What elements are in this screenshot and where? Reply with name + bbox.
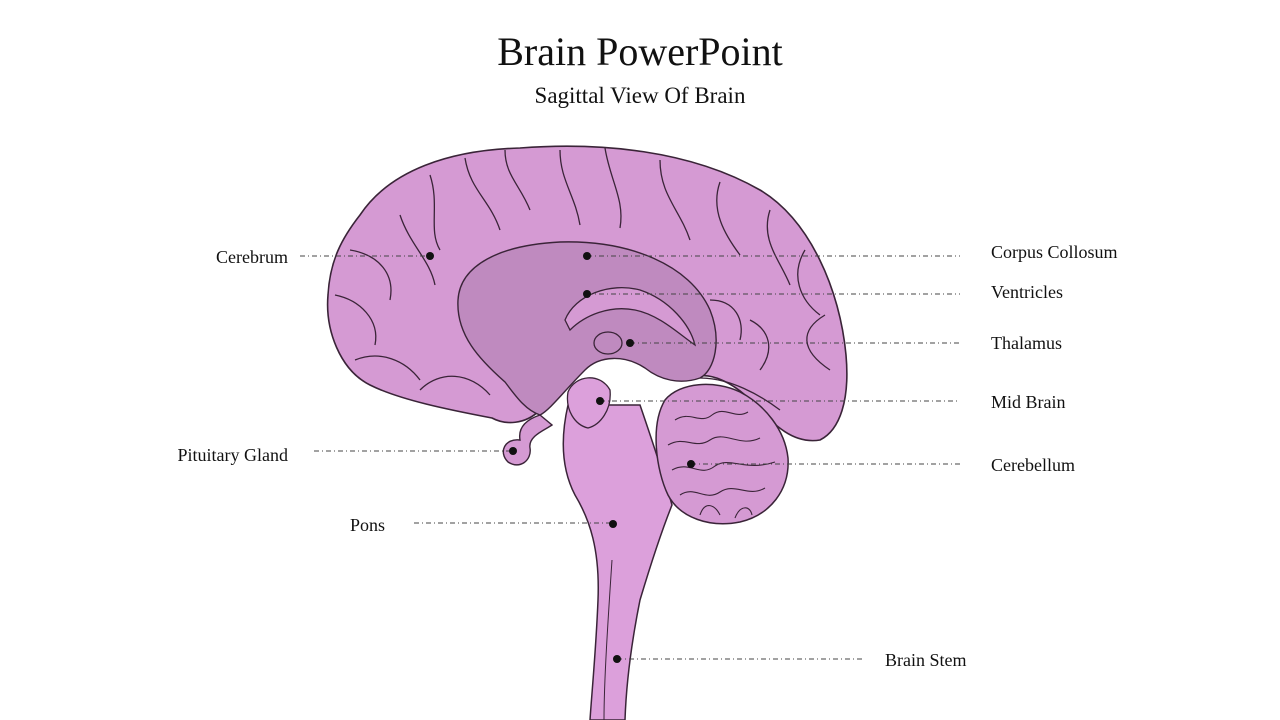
leader-lines (300, 255, 960, 660)
midbrain-shape (566, 377, 611, 429)
marker-cerebellum (687, 460, 695, 468)
markers (426, 252, 695, 663)
marker-pituitary (509, 447, 517, 455)
label-mid-brain: Mid Brain (991, 392, 1066, 412)
slide-title: Brain PowerPoint (497, 29, 783, 74)
spinal-cord-edge (603, 559, 613, 720)
label-ventricles: Ventricles (991, 282, 1063, 302)
marker-cerebrum (426, 252, 434, 260)
marker-thalamus (626, 339, 634, 347)
thalamus-shape (593, 331, 623, 355)
cerebrum-gyri (334, 147, 831, 396)
marker-ventricles (583, 290, 591, 298)
marker-brainstem (613, 655, 621, 663)
label-thalamus: Thalamus (991, 333, 1062, 353)
marker-pons (609, 520, 617, 528)
inner-region (457, 241, 717, 416)
label-pituitary-gland: Pituitary Gland (177, 445, 289, 465)
label-brain-stem: Brain Stem (885, 650, 967, 670)
cerebellum-shape (655, 383, 789, 525)
ventricle-shape (564, 286, 697, 347)
label-pons: Pons (349, 515, 385, 535)
label-corpus-collosum: Corpus Collosum (991, 242, 1118, 262)
slide-subtitle: Sagittal View Of Brain (534, 83, 746, 108)
marker-corpus (583, 252, 591, 260)
label-cerebrum: Cerebrum (216, 247, 288, 267)
cerebellum-folds (667, 410, 776, 519)
tentorium-line (699, 377, 781, 411)
marker-midbrain (596, 397, 604, 405)
spinal-cord (562, 404, 673, 720)
label-cerebellum: Cerebellum (991, 455, 1075, 475)
